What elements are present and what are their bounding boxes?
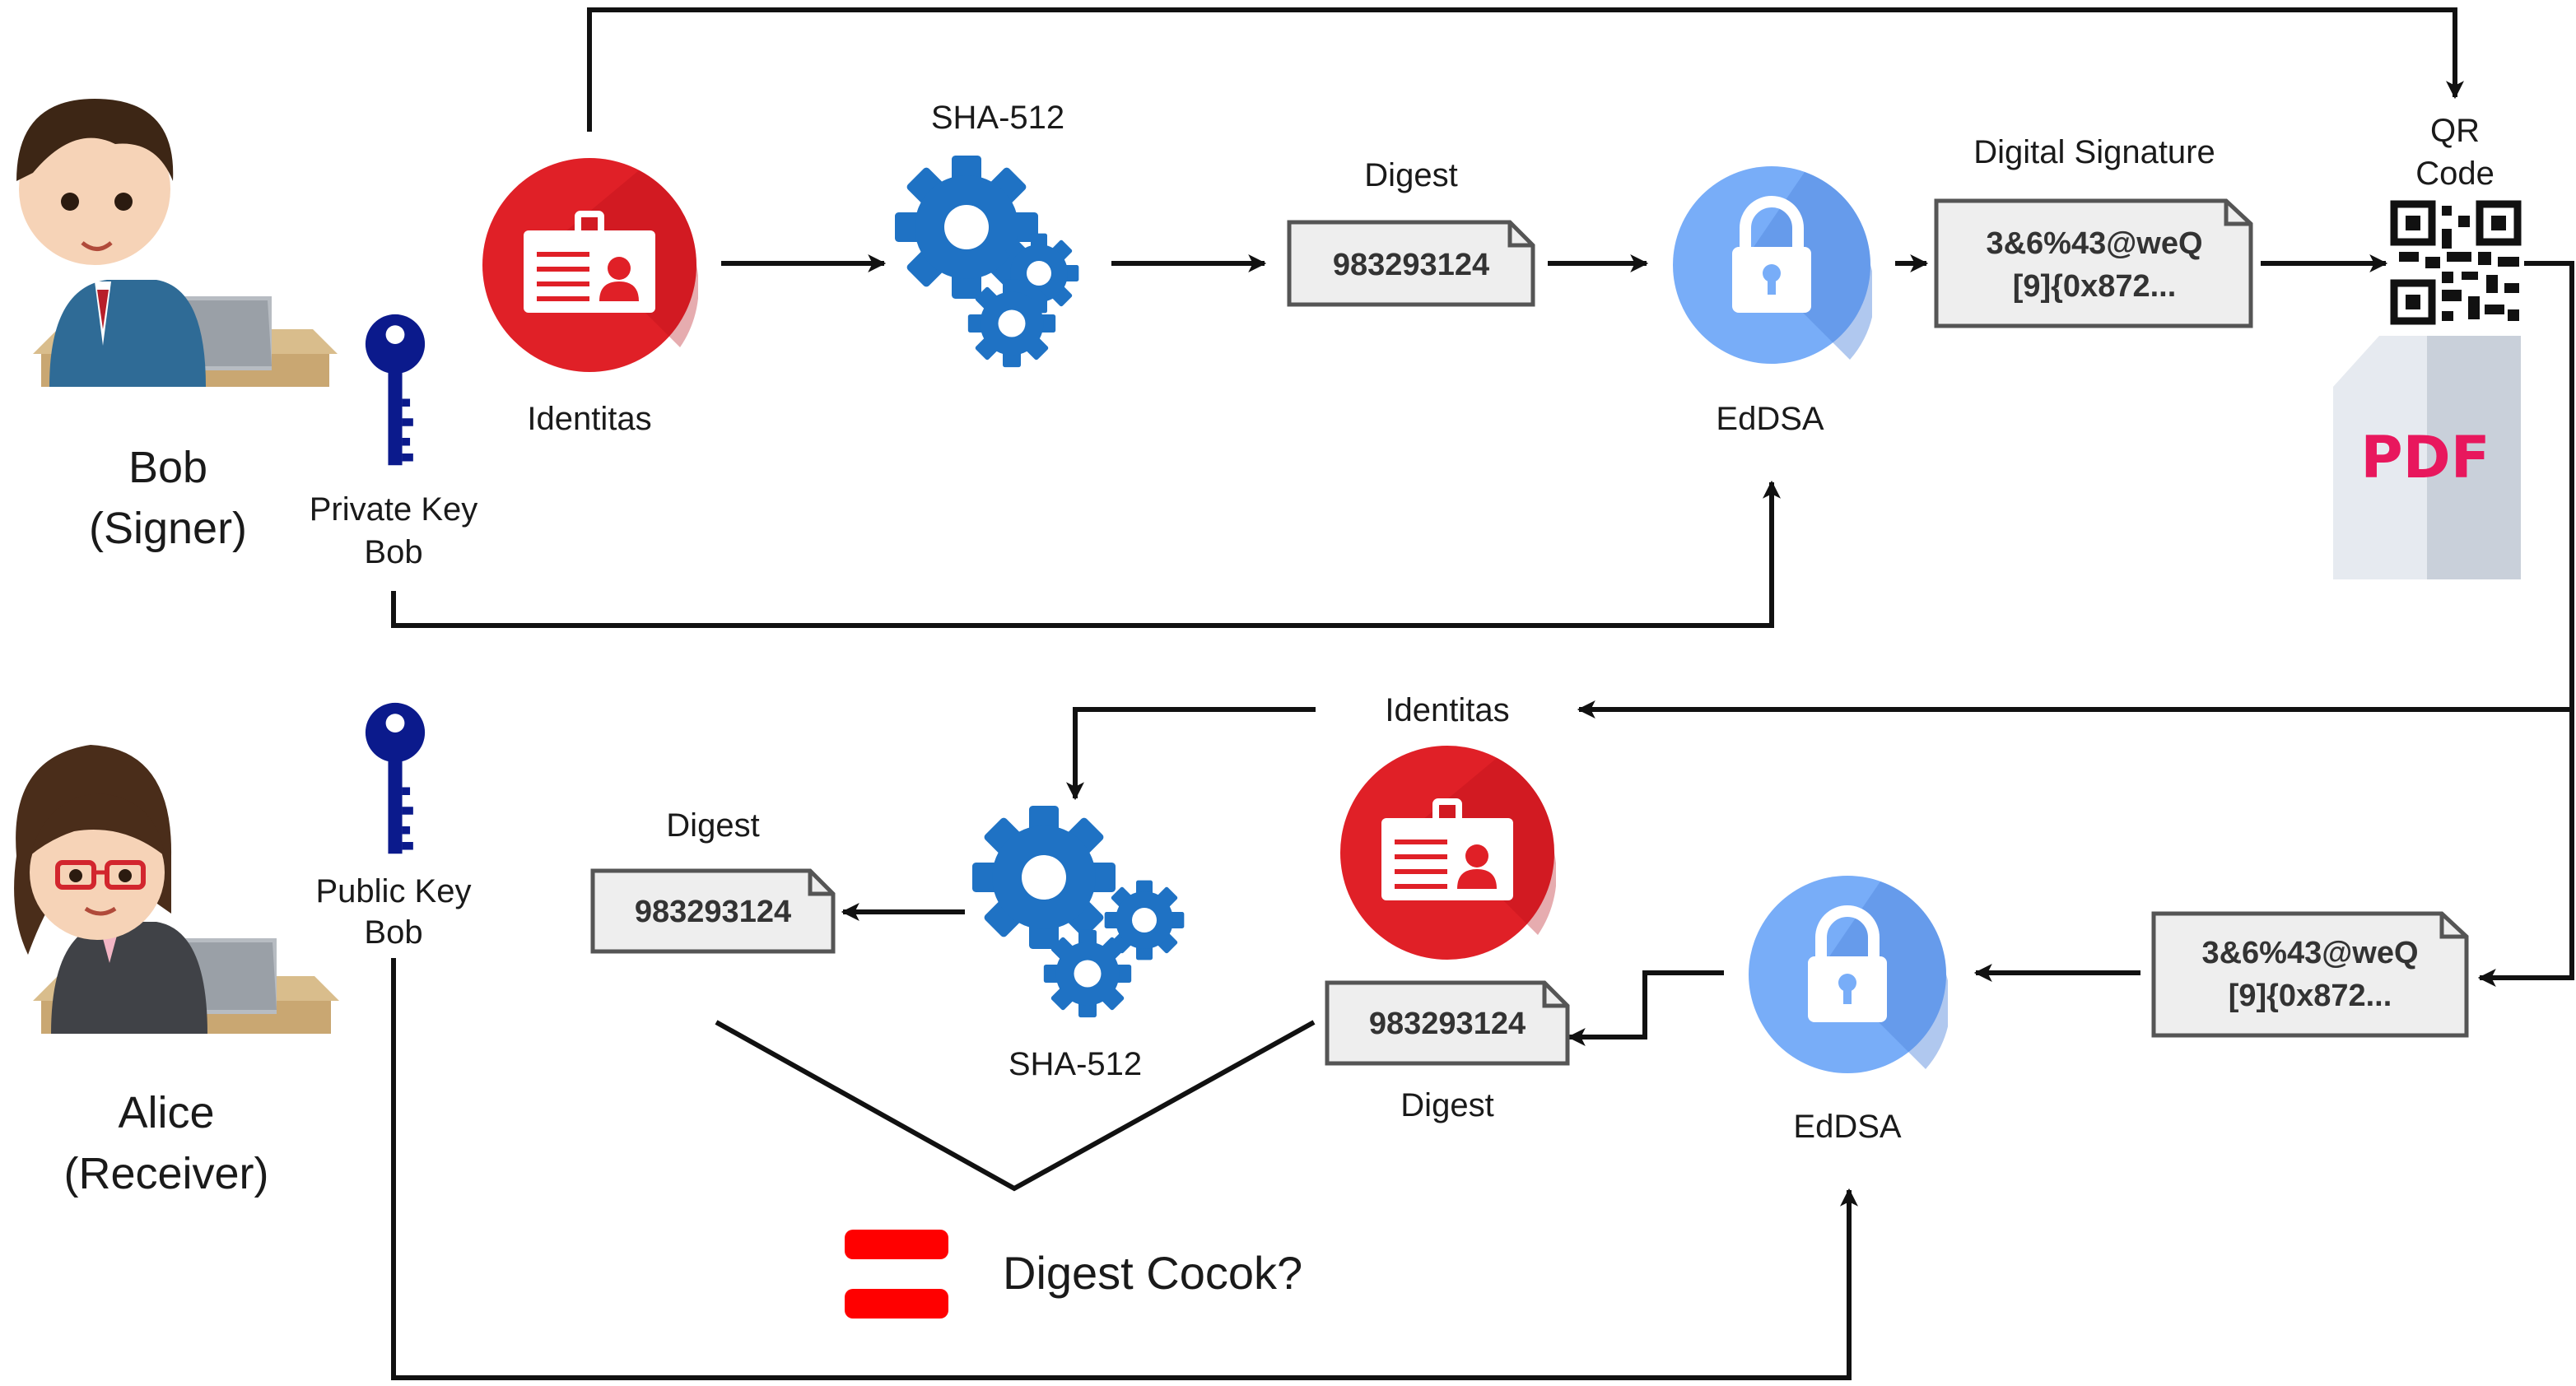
qr-label-1: QR xyxy=(2430,113,2480,149)
connectors xyxy=(391,7,2574,1380)
eddsa-label-top: EdDSA xyxy=(1716,401,1824,437)
private-key-icon xyxy=(365,314,426,466)
identitas-label-top: Identitas xyxy=(527,401,651,437)
signature-text-bottom-1: 3&6%43@weQ xyxy=(2201,936,2418,970)
private-key-label-1: Private Key xyxy=(310,491,478,528)
private-key-label-2: Bob xyxy=(364,534,422,570)
public-key-label-2: Bob xyxy=(364,914,422,951)
public-key-icon xyxy=(365,702,426,854)
identitas-badge-icon xyxy=(482,158,721,372)
bob-role: (Signer) xyxy=(89,504,247,553)
alice-avatar xyxy=(14,745,339,1034)
digest-box-bottom-left: 983293124 xyxy=(590,868,836,954)
signature-label-top: Digital Signature xyxy=(1973,134,2215,170)
signature-box-bottom: 3&6%43@weQ [9]{0x872... xyxy=(2151,911,2469,1038)
gears-icon-bottom xyxy=(972,806,1185,1018)
alice-role: (Receiver) xyxy=(63,1149,268,1198)
compare-label: Digest Cocok? xyxy=(1003,1247,1302,1299)
digest-value-bottom-left: 983293124 xyxy=(635,895,791,929)
digest-box-bottom-right: 983293124 xyxy=(1325,980,1570,1066)
gears-icon-top xyxy=(895,156,1079,368)
eddsa-label-bottom: EdDSA xyxy=(1793,1109,1901,1145)
bob-name: Bob xyxy=(128,443,207,492)
signature-text-top-2: [9]{0x872... xyxy=(2013,269,2177,304)
public-key-label-1: Public Key xyxy=(316,873,472,909)
sha512-label-top: SHA-512 xyxy=(931,100,1064,136)
identitas-badge-icon-bottom xyxy=(1340,746,1579,960)
eddsa-lock-icon-top xyxy=(1673,166,1875,364)
digest-label-top: Digest xyxy=(1364,157,1457,193)
identitas-label-bottom: Identitas xyxy=(1385,692,1509,728)
pdf-label: PDF xyxy=(2360,424,2490,491)
digest-label-bottom-right: Digest xyxy=(1400,1087,1493,1123)
qr-label-2: Code xyxy=(2415,156,2494,192)
qr-code-icon xyxy=(2390,200,2522,326)
digest-box-top: 983293124 xyxy=(1287,220,1535,307)
pdf-document-icon: PDF xyxy=(2333,336,2521,579)
eddsa-lock-icon-bottom xyxy=(1749,876,1950,1073)
alice-name: Alice xyxy=(118,1088,214,1137)
bob-avatar xyxy=(16,99,338,387)
signature-text-top-1: 3&6%43@weQ xyxy=(1986,226,2202,261)
signature-box-top: 3&6%43@weQ [9]{0x872... xyxy=(1934,198,2253,328)
signature-text-bottom-2: [9]{0x872... xyxy=(2229,979,2392,1013)
digest-label-bottom-left: Digest xyxy=(666,807,759,844)
equals-icon xyxy=(845,1230,948,1319)
sha512-label-bottom: SHA-512 xyxy=(1009,1046,1142,1082)
digest-value-bottom-right: 983293124 xyxy=(1369,1007,1526,1041)
digest-value-top: 983293124 xyxy=(1333,248,1489,282)
